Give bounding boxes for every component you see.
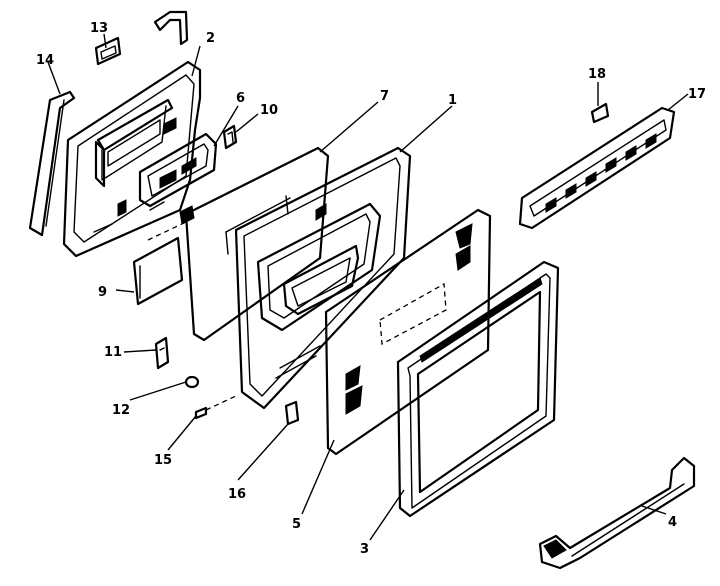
callout-15: 15 xyxy=(154,453,172,468)
top-hook-piece xyxy=(153,10,189,46)
part-13-bracket xyxy=(94,36,122,66)
part-1-door-liner xyxy=(234,146,412,410)
callout-6: 6 xyxy=(236,91,245,106)
callout-labels: 2 6 7 1 10 14 13 9 11 12 15 16 5 3 4 18 … xyxy=(36,21,706,557)
callout-5: 5 xyxy=(292,517,301,532)
part-10-clip xyxy=(222,124,238,150)
part-15-screw xyxy=(194,395,237,420)
callout-16: 16 xyxy=(228,487,246,502)
callout-3: 3 xyxy=(360,542,369,557)
part-14-side-trim xyxy=(28,90,76,237)
part-17-control-trim xyxy=(518,106,676,230)
callout-10: 10 xyxy=(260,103,278,118)
leader-lines xyxy=(47,33,689,541)
callout-1: 1 xyxy=(448,93,457,108)
callout-9: 9 xyxy=(98,285,107,300)
part-11-hinge-clip xyxy=(154,336,170,370)
part-5-glass-sheet xyxy=(324,208,492,456)
callout-2: 2 xyxy=(206,31,215,46)
callout-14: 14 xyxy=(36,53,54,68)
part-3-front-frame xyxy=(396,260,560,518)
callout-17: 17 xyxy=(688,87,706,102)
part-9-hinge-bracket xyxy=(132,205,195,306)
callout-18: 18 xyxy=(588,67,606,82)
callout-13: 13 xyxy=(90,21,108,36)
part-4-door-handle xyxy=(538,456,696,570)
callout-11: 11 xyxy=(104,345,122,360)
callout-4: 4 xyxy=(668,515,677,530)
part-6-display-panel xyxy=(138,132,218,208)
part-16-spacer xyxy=(284,400,300,426)
part-12-grommet xyxy=(184,375,200,389)
part-7-glass-pane xyxy=(184,146,330,342)
part-18-bracket xyxy=(590,102,610,124)
callout-7: 7 xyxy=(380,89,389,104)
callout-12: 12 xyxy=(112,403,130,418)
part-2-outer-frame xyxy=(62,60,202,258)
